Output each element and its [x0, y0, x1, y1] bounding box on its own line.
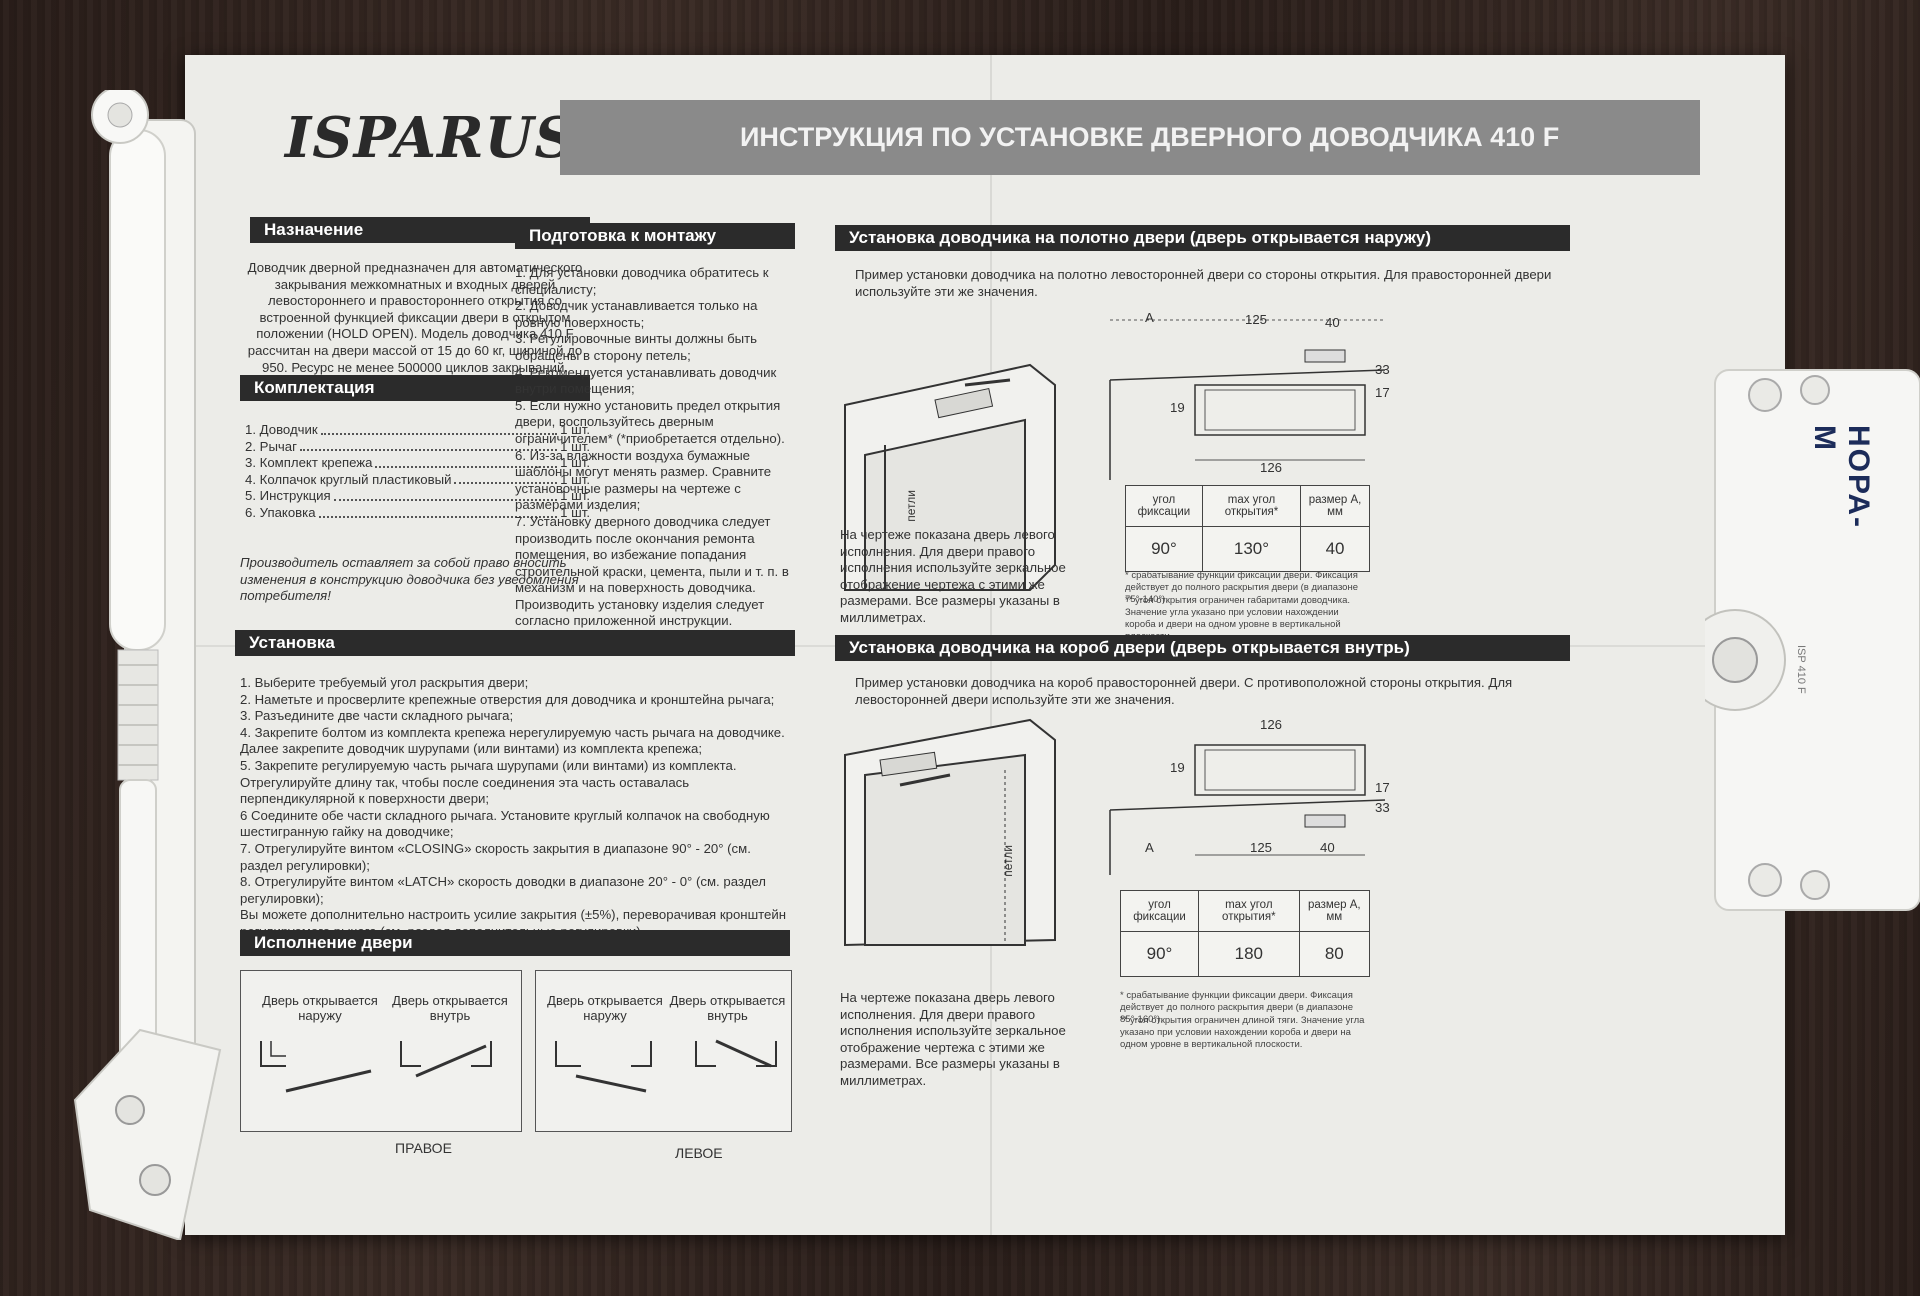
mount-outward-intro: Пример установки доводчика на полотно ле… — [855, 267, 1552, 299]
closer-body-photo: НОРА-М ISP 410 F — [1684, 360, 1920, 920]
install-item: 5. Закрепите регулируемую часть рычага ш… — [240, 757, 737, 807]
table-header: угол фиксации — [1119, 890, 1200, 932]
table-cell: 90° — [1119, 931, 1200, 977]
purpose-text: Доводчик дверной предназначен для автома… — [247, 260, 583, 375]
hinges-label: петли — [1001, 845, 1015, 877]
table-header: размер А, мм — [1298, 890, 1371, 932]
dim-40: 40 — [1325, 315, 1340, 330]
prep-heading: Подготовка к монтажу — [515, 223, 795, 249]
mount-inward-intro: Пример установки доводчика на короб прав… — [855, 675, 1513, 707]
hinges-label: петли — [904, 490, 918, 522]
dim-126: 126 — [1260, 717, 1283, 732]
dim-a: A — [1145, 840, 1154, 855]
dim-126: 126 — [1260, 460, 1283, 475]
install-item: 2. Наметьте и просверлите крепежные отве… — [240, 691, 775, 707]
prep-item: 3. Регулировочные винты должны быть обра… — [515, 331, 758, 363]
install-item: 3. Разъедините две части складного рычаг… — [240, 708, 514, 724]
page-title: ИНСТРУКЦИЯ ПО УСТАНОВКЕ ДВЕРНОГО ДОВОДЧИ… — [560, 100, 1700, 175]
table-header: угол фиксации — [1125, 485, 1203, 527]
dim-a: A — [1145, 310, 1154, 325]
product-label: НОРА-М — [1808, 425, 1875, 530]
dim-17: 17 — [1375, 780, 1390, 795]
prep-item: 6. Из-за влажности воздуха бумажные шабл… — [515, 447, 772, 513]
install-item: 4. Закрепите болтом из комплекта крепежа… — [240, 724, 785, 757]
table-cell: 80 — [1298, 931, 1371, 977]
dim-19: 19 — [1170, 760, 1185, 775]
execution-right-caption: ПРАВОЕ — [395, 1140, 452, 1156]
prep-item: 7. Установку дверного доводчика следует … — [515, 513, 789, 629]
execution-right-diagram — [240, 970, 522, 1132]
dim-40: 40 — [1320, 840, 1335, 855]
dim-17: 17 — [1375, 385, 1390, 400]
closer-arm-photo — [73, 90, 222, 1240]
door-closer-icon — [1684, 369, 1920, 911]
closer-inward-dimension-drawing — [1109, 744, 1386, 875]
inward-note-1: * срабатывание функции фиксации двери. Ф… — [1120, 990, 1354, 1025]
execution-outward-label: Дверь открывается наружу — [547, 993, 663, 1023]
install-item: 8. Отрегулируйте винтом «LATCH» скорость… — [240, 874, 766, 906]
execution-left-diagram — [535, 970, 792, 1132]
inward-note-2: ** угол открытия ограничен длиной тяги. … — [1120, 1015, 1365, 1050]
dim-125: 125 — [1250, 840, 1273, 855]
mount-inward-heading: Установка доводчика на короб двери (двер… — [835, 635, 1570, 661]
table-cell: 180 — [1198, 931, 1300, 977]
table-header: размер А, мм — [1300, 485, 1370, 527]
closer-outward-dimension-drawing — [1109, 319, 1386, 480]
dim-33: 33 — [1375, 362, 1390, 377]
door-plan-right-icon — [260, 1041, 492, 1093]
execution-outward-label: Дверь открывается наружу — [262, 993, 378, 1023]
outward-caption: На чертеже показана дверь левого исполне… — [840, 527, 1066, 625]
table-cell: 40 — [1300, 526, 1370, 572]
kit-note: Производитель оставляет за собой право в… — [240, 555, 579, 604]
table-header: max угол открытия* — [1201, 485, 1302, 527]
execution-inward-label: Дверь открывается внутрь — [392, 993, 508, 1023]
instruction-sheet: ISPARUS ИНСТРУКЦИЯ ПО УСТАНОВКЕ ДВЕРНОГО… — [185, 55, 1785, 1235]
dim-19: 19 — [1170, 400, 1185, 415]
execution-heading: Исполнение двери — [240, 930, 790, 956]
execution-left-caption: ЛЕВОЕ — [675, 1145, 723, 1161]
install-heading: Установка — [235, 630, 795, 656]
mount-outward-heading: Установка доводчика на полотно двери (дв… — [835, 225, 1570, 251]
table-cell: 130° — [1201, 526, 1302, 572]
table-cell: 90° — [1125, 526, 1203, 572]
product-model: ISP 410 F — [1795, 645, 1807, 694]
prep-item: 5. Если нужно установить предел открытия… — [515, 397, 785, 446]
install-item: 6 Соедините обе части складного рычага. … — [240, 807, 770, 840]
door-outward-drawing — [844, 363, 1056, 591]
execution-inward-label: Дверь открывается внутрь — [669, 993, 786, 1023]
dim-125: 125 — [1245, 312, 1268, 327]
table-header: max угол открытия* — [1198, 890, 1300, 932]
dim-33: 33 — [1375, 800, 1390, 815]
brand-logo: ISPARUS — [285, 105, 576, 171]
kit-heading: Комплектация — [240, 375, 590, 401]
door-inward-drawing — [844, 718, 1056, 947]
install-item: 7. Отрегулируйте винтом «CLOSING» скорос… — [240, 840, 751, 873]
inward-caption: На чертеже показана дверь левого исполне… — [840, 990, 1066, 1088]
prep-item: 4. Рекомендуется устанавливать доводчик … — [515, 364, 777, 397]
install-item: 1. Выберите требуемый угол раскрытия две… — [240, 675, 529, 690]
door-plan-left-icon — [555, 1039, 777, 1093]
prep-list: 1. Для установки доводчика обратитесь к … — [515, 265, 790, 630]
outward-note-1: * срабатывание функции фиксации двери. Ф… — [1125, 570, 1359, 605]
prep-item: 1. Для установки доводчика обратитесь к … — [515, 265, 769, 297]
prep-item: 2. Доводчик устанавливается только на ро… — [515, 298, 758, 330]
install-list: 1. Выберите требуемый угол раскрытия две… — [240, 675, 790, 941]
